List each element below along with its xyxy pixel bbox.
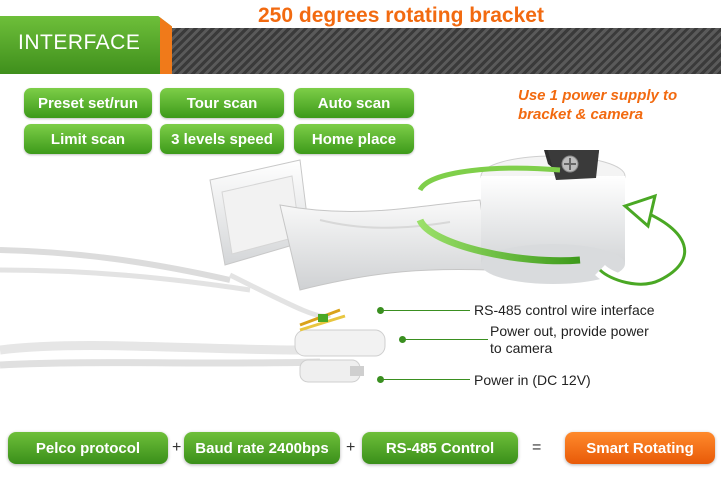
callout-line-rs485 xyxy=(382,310,470,311)
plus-sign-2: + xyxy=(346,439,356,456)
header-tab xyxy=(0,16,172,74)
callout-dot-power-in xyxy=(377,376,384,383)
formula-pelco-protocol: Pelco protocol xyxy=(8,432,168,464)
feature-tour-scan: Tour scan xyxy=(160,88,284,118)
callout-power-out-line1: Power out, provide power xyxy=(490,323,649,339)
page-title: 250 degrees rotating bracket xyxy=(258,4,544,27)
callout-line-power-in xyxy=(382,379,470,380)
callout-power-out: Power out, provide power to camera xyxy=(490,323,649,357)
header-band xyxy=(160,28,721,74)
feature-preset-set-run: Preset set/run xyxy=(24,88,152,118)
formula-smart-rotating: Smart Rotating xyxy=(565,432,715,464)
feature-auto-scan: Auto scan xyxy=(294,88,414,118)
feature-limit-scan: Limit scan xyxy=(24,124,152,154)
callout-power-in: Power in (DC 12V) xyxy=(474,372,591,388)
section-title: INTERFACE xyxy=(18,31,141,54)
feature-3-levels-speed: 3 levels speed xyxy=(160,124,284,154)
formula-rs485-control: RS-485 Control xyxy=(362,432,518,464)
callout-rs485: RS-485 control wire interface xyxy=(474,302,655,318)
equals-sign: = xyxy=(532,439,542,456)
callout-dot-rs485 xyxy=(377,307,384,314)
callout-dot-power-out xyxy=(399,336,406,343)
power-note-line2: bracket & camera xyxy=(518,106,644,123)
callout-power-out-line2: to camera xyxy=(490,340,553,356)
feature-home-place: Home place xyxy=(294,124,414,154)
callout-line-power-out xyxy=(404,339,488,340)
power-supply-note: Use 1 power supply to bracket & camera xyxy=(518,86,677,124)
plus-sign-1: + xyxy=(172,439,182,456)
power-note-line1: Use 1 power supply to xyxy=(518,87,678,104)
bracket-illustration xyxy=(0,150,692,383)
formula-baud-rate: Baud rate 2400bps xyxy=(184,432,340,464)
